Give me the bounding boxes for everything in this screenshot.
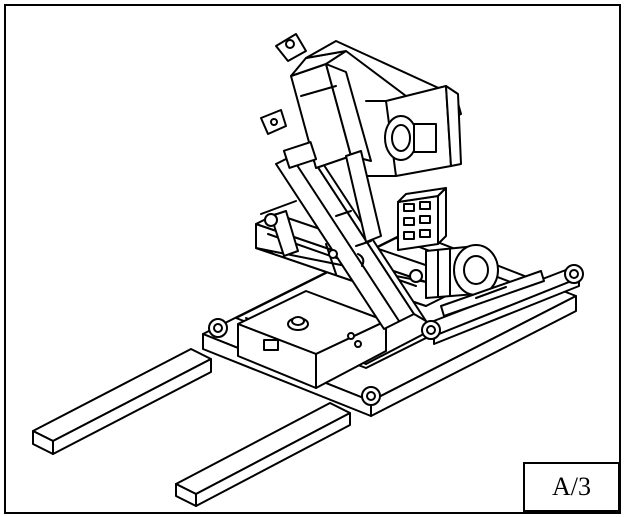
control-box	[237, 290, 387, 389]
hydraulic-cylinder	[440, 270, 545, 317]
top-clamp	[260, 33, 307, 135]
front-wheels	[208, 318, 381, 406]
side-arm	[421, 264, 584, 345]
gear-motor	[365, 85, 462, 177]
motor	[425, 244, 499, 299]
machine-line-drawing	[32, 33, 584, 507]
figure-frame: A/3	[4, 4, 621, 514]
right-fork	[175, 402, 351, 507]
figure-label: A/3	[523, 462, 620, 512]
valve-block	[397, 187, 447, 251]
rear-posts	[260, 150, 423, 283]
left-fork	[32, 348, 212, 455]
